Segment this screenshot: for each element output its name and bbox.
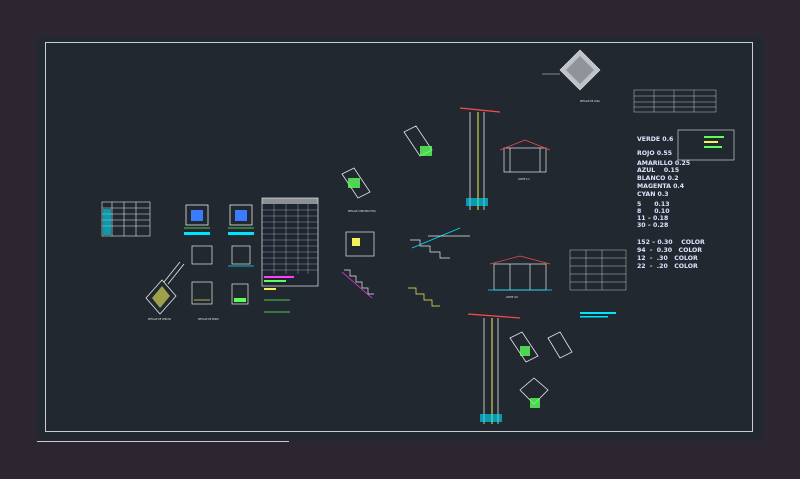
legend-line: CYAN 0.3: [637, 191, 669, 198]
wall-section-lower: [467, 313, 521, 424]
legend-line: 22 - .20 COLOR: [637, 263, 698, 270]
label-corte-aa: CORTE 'AA': [506, 296, 519, 299]
column-base-detail: [191, 281, 249, 305]
legend-line: 152 – 0.30 COLOR: [637, 239, 705, 246]
isometric-block: [542, 49, 601, 91]
legend-line: MAGENTA 0.4: [637, 183, 685, 190]
note-bar-right: [580, 312, 616, 314]
legend-line: ROJO 0.55: [637, 150, 673, 157]
footing-detail-3: [191, 245, 254, 267]
elevation-corte-aa: [488, 255, 552, 291]
rebar-schedule-table: [261, 197, 319, 313]
legend-line: 5 0.13: [637, 201, 670, 208]
legend-line: 94 - 0.30 COLOR: [637, 247, 703, 254]
label-detalle-ant: DETALLE CONSTRUCTIVO: [348, 210, 376, 213]
spec-table-top-right: [633, 89, 717, 113]
footing-detail-1: [184, 204, 210, 235]
layer-box-right: [677, 129, 735, 161]
legend-line: 30 – 0.28: [637, 222, 669, 229]
drawing-viewport[interactable]: [37, 37, 763, 441]
elevation-corte-cc: [499, 139, 551, 173]
drawing-sheet-border: [45, 42, 753, 432]
label-corte-cc: CORTE C-C: [518, 178, 530, 181]
stair-detail: [341, 227, 470, 307]
legend-line: 12 - .30 COLOR: [637, 255, 698, 262]
beam-detail-lower: [509, 331, 573, 408]
legend-line: VERDE 0.6: [637, 136, 674, 143]
schedule-table-left: [101, 201, 151, 237]
label-detalle-muro: DETALLE DE MURO: [198, 318, 219, 321]
legend-line: BLANCO 0.2: [637, 175, 679, 182]
horizontal-scrollbar[interactable]: [37, 441, 289, 442]
spec-table-mid-right: [569, 249, 627, 291]
label-detalle-cercha: DETALLE DE CERCHA: [148, 318, 171, 321]
legend-line: 11 – 0.18: [637, 215, 669, 222]
label-detalle-losa: DETALLE DE LOSA: [580, 100, 600, 103]
legend-line: AZUL 0.15: [637, 167, 680, 174]
legend-line: 8 0.10: [637, 208, 670, 215]
wall-section-upper: [459, 107, 501, 210]
footing-detail-2: [228, 204, 254, 235]
note-bar-right-2: [580, 316, 608, 318]
beam-detail-upper: [341, 125, 433, 199]
legend-line: AMARILLO 0.25: [637, 160, 691, 167]
isometric-footing: [145, 261, 185, 315]
